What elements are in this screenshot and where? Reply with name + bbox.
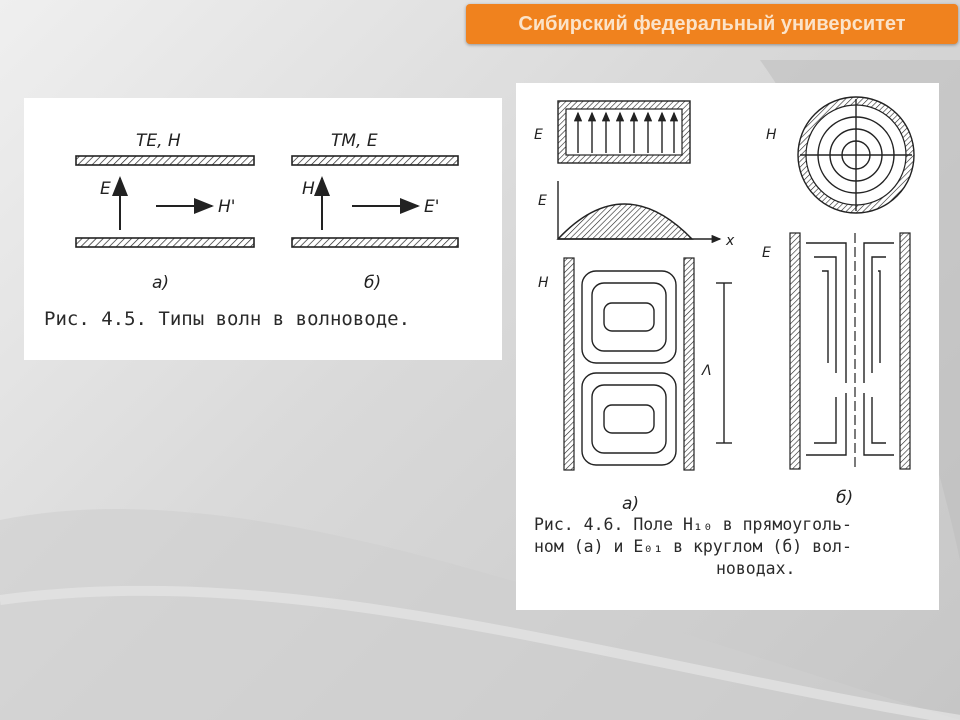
figure-4-6-panel: E E x H Λ H E а) б) Рис. 4.6. Поле H₁₀ в… — [516, 83, 939, 610]
figure-4-5-diagram: TE, H TM, E E H' H E' а) б) — [75, 131, 459, 293]
header-title: Сибирский федеральный университет — [518, 12, 906, 35]
waveguide-tm — [291, 155, 459, 248]
field-distribution-curve — [556, 181, 722, 244]
label-e-circ: E — [762, 245, 771, 261]
circular-longitudinal-view — [789, 232, 911, 470]
circular-cross-section — [797, 96, 915, 214]
figure-4-5-panel: TE, H TM, E E H' H E' а) б) Рис. 4.5. Ти… — [24, 98, 502, 360]
sublabel-a: а) — [152, 273, 169, 293]
label-a-h-prime: H' — [218, 197, 235, 217]
label-b-h: H — [302, 179, 315, 199]
label-a-e: E — [100, 179, 111, 199]
label-h-rect: H — [538, 275, 549, 291]
figure-4-6-caption-line2: ном (а) и E₀₁ в круглом (б) вол- — [534, 537, 852, 556]
label-e-top: E — [534, 127, 543, 143]
label-te-h: TE, H — [136, 131, 181, 151]
figure-4-6-diagram: E E x H Λ H E а) б) — [534, 96, 915, 514]
figure-4-6-caption-line3: новодах. — [716, 559, 796, 578]
label-x-axis: x — [725, 233, 735, 249]
header-banner: Сибирский федеральный университет — [466, 4, 958, 44]
rect-cross-section — [557, 100, 691, 164]
figure-4-5-caption: Рис. 4.5. Типы волн в волноводе. — [44, 308, 411, 330]
label-e-curve: E — [538, 193, 547, 209]
label-b-e-prime: E' — [424, 197, 439, 217]
figure-4-6-caption-line1: Рис. 4.6. Поле H₁₀ в прямоуголь- — [534, 515, 852, 534]
label-lambda: Λ — [701, 363, 712, 379]
label-h-circ: H — [766, 127, 777, 143]
sublabel-b-46: б) — [836, 488, 853, 508]
sublabel-b: б) — [364, 273, 381, 293]
label-tm-e: TM, E — [331, 131, 378, 151]
waveguide-te — [75, 155, 255, 248]
rect-longitudinal-view — [563, 257, 732, 471]
sublabel-a-46: а) — [622, 494, 639, 514]
